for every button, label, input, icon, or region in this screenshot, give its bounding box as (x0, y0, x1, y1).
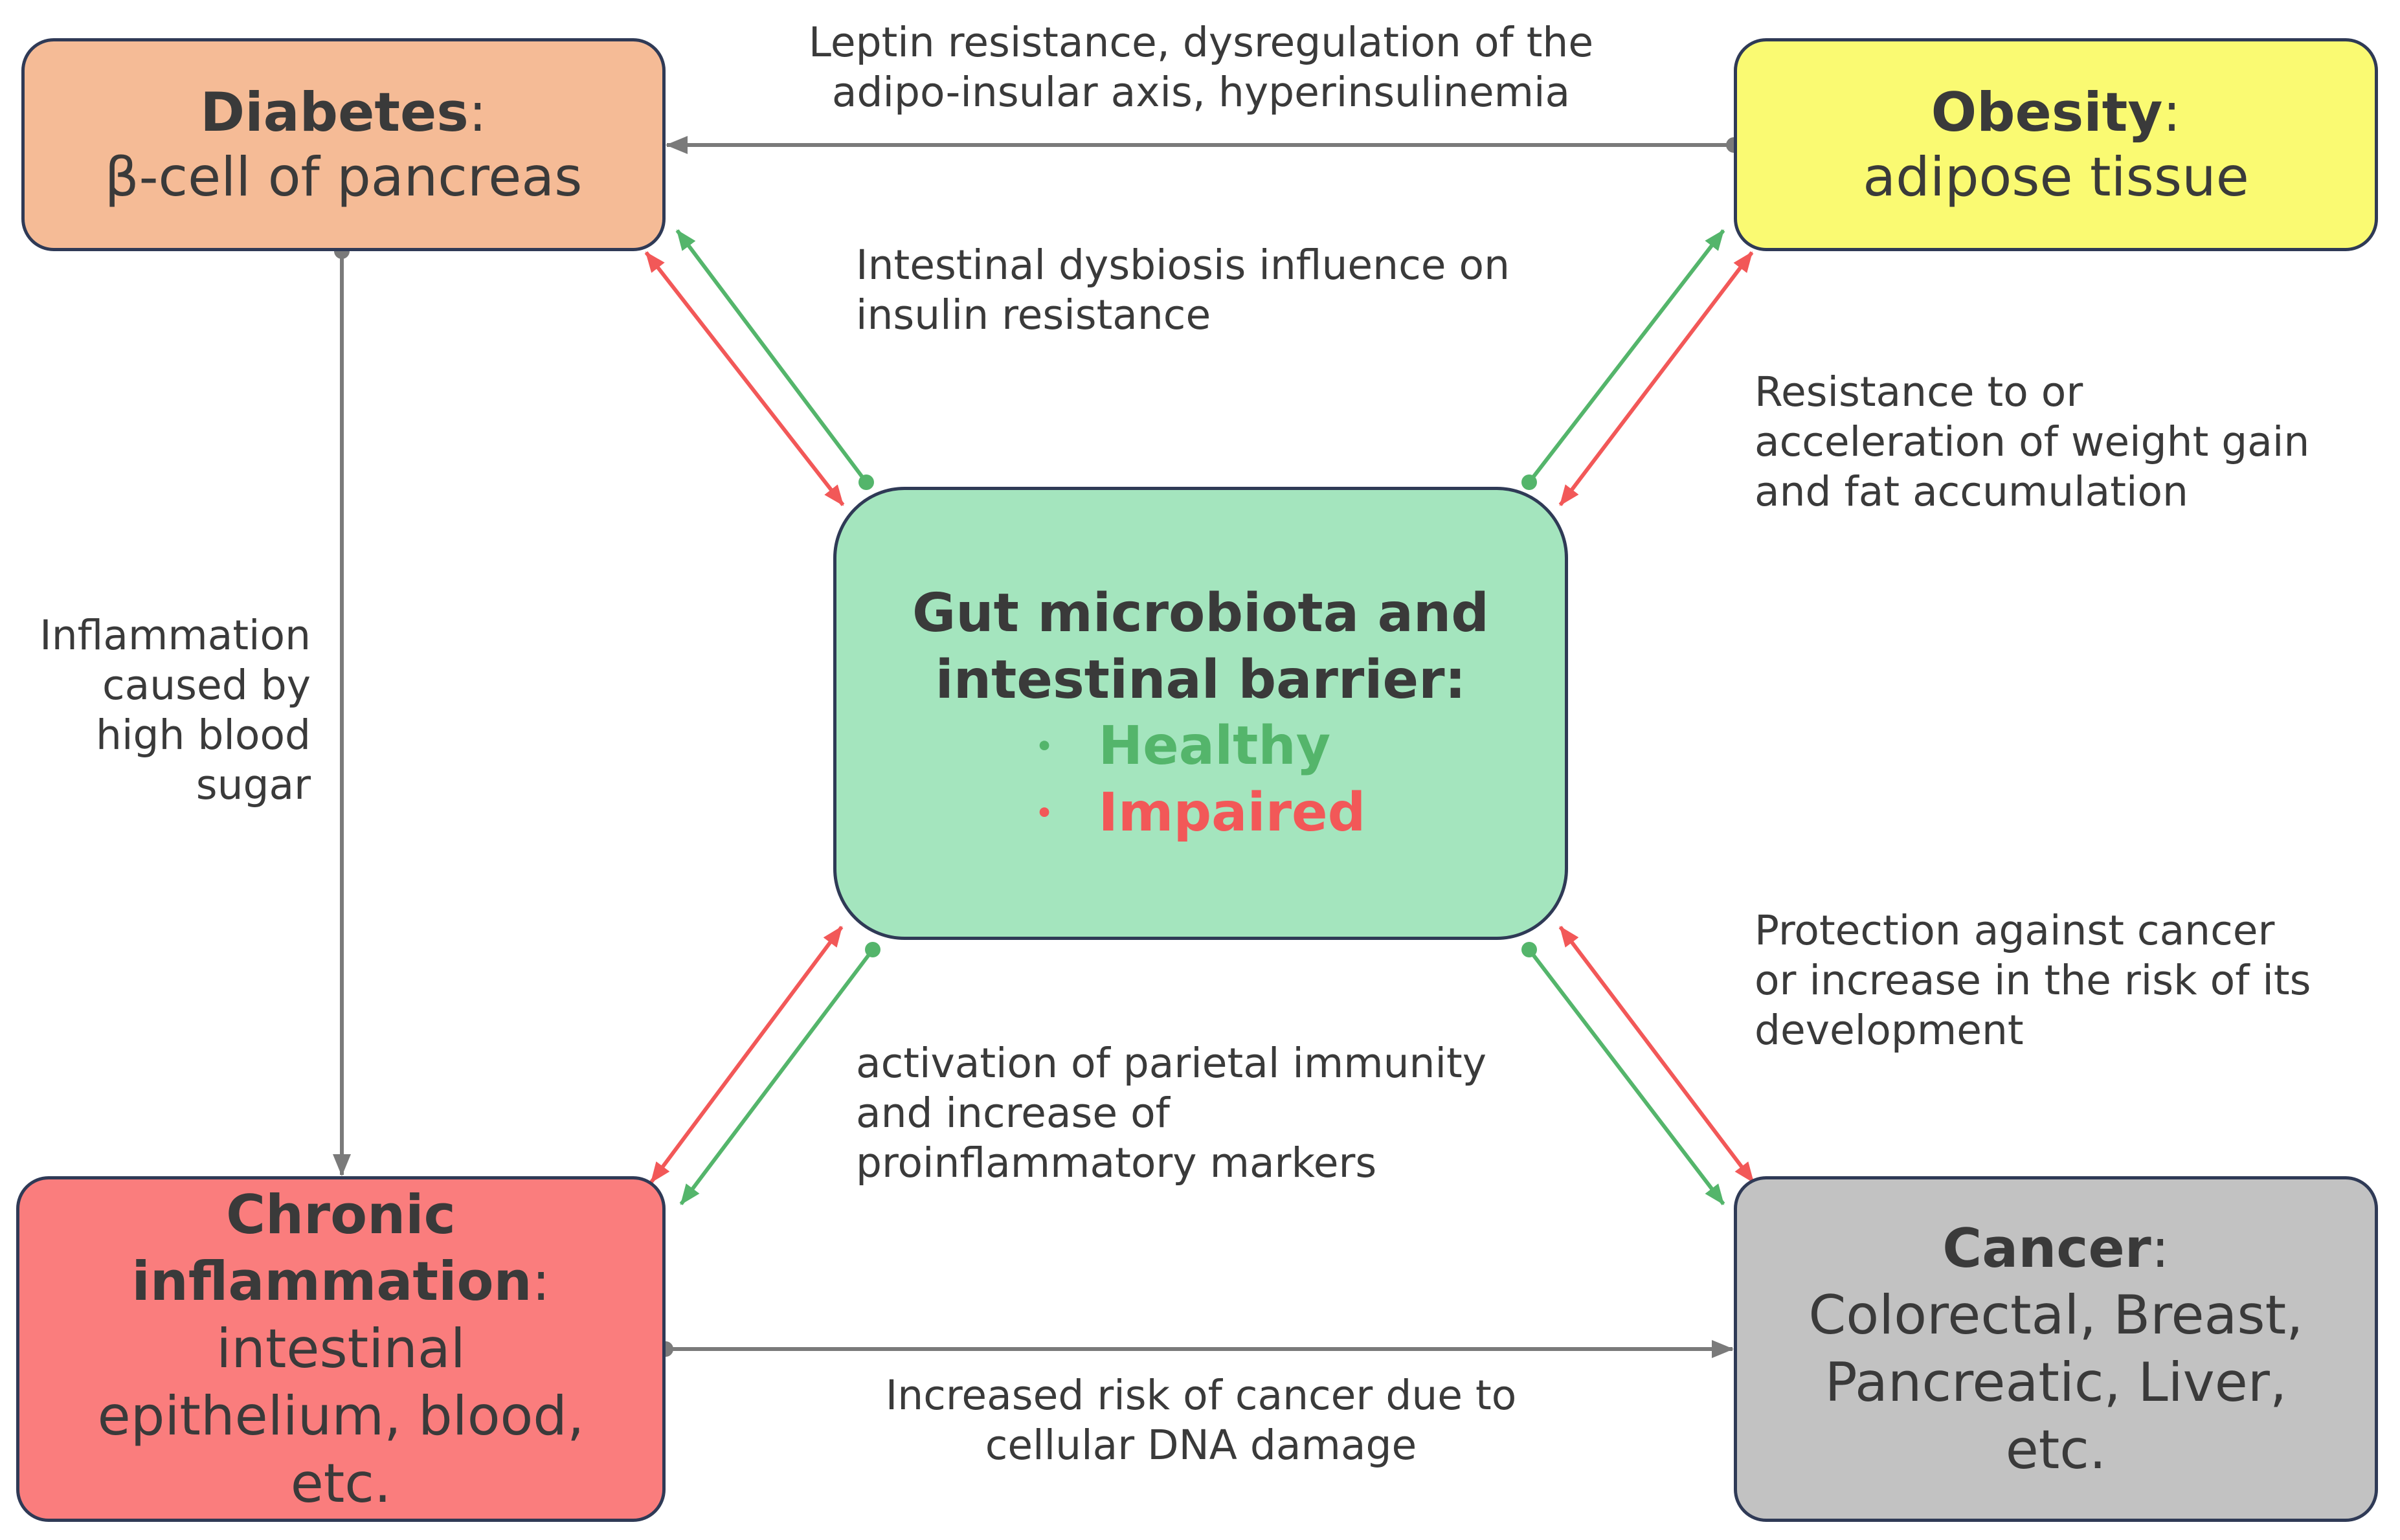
node-inflammation-title-line2: inflammation (131, 1250, 532, 1313)
arrow-gut-obesity-healthy (1527, 229, 1725, 484)
edge-label-diabetes-inflammation: Inflammation caused by high blood sugar (13, 611, 311, 810)
node-inflammation-separator: : (532, 1250, 550, 1313)
edge-label-line: Inflammation (39, 612, 311, 659)
arrow-origin-dot (865, 942, 880, 957)
arrow-origin-dot (858, 474, 874, 490)
edge-label-line: proinflammatory markers (856, 1139, 1377, 1187)
edge-label-line: Resistance to or (1755, 368, 2083, 416)
edge-label-line: caused by (102, 661, 311, 709)
node-gut-microbiota: Gut microbiota and intestinal barrier: •… (833, 487, 1568, 940)
node-inflammation-subtitle-line1: intestinal (216, 1317, 465, 1381)
edge-label-line: Increased risk of cancer due to (885, 1372, 1517, 1419)
edge-label-line: development (1755, 1006, 2024, 1054)
edge-label-gut-diabetes: Intestinal dysbiosis influence on insuli… (856, 241, 1510, 340)
edge-label-line: Intestinal dysbiosis influence on (856, 241, 1510, 289)
edge-label-gut-inflammation: activation of parietal immunity and incr… (856, 1039, 1486, 1188)
edge-label-line: or increase in the risk of its (1755, 956, 2311, 1004)
arrow-gut-inflammation-impaired (649, 926, 844, 1183)
node-cancer-separator: : (2151, 1216, 2170, 1280)
arrow-gut-diabetes-impaired (644, 251, 845, 506)
edge-label-line: high blood (96, 711, 311, 759)
node-obesity-separator: : (2162, 80, 2181, 144)
node-diabetes: Diabetes: β-cell of pancreas (21, 38, 666, 251)
arrow-origin-dot (1521, 942, 1537, 957)
node-obesity-subtitle: adipose tissue (1863, 145, 2249, 208)
arrow-gut-diabetes-healthy (675, 229, 868, 484)
edge-label-line: activation of parietal immunity (856, 1040, 1486, 1087)
edge-label-line: Protection against cancer (1755, 907, 2275, 954)
arrow-origin-dot (1521, 474, 1537, 490)
node-gut-status-list: • Healthy • Impaired (1036, 713, 1366, 846)
node-gut-title-line2: intestinal barrier: (935, 649, 1466, 711)
node-diabetes-subtitle: β-cell of pancreas (104, 145, 583, 208)
node-obesity: Obesity: adipose tissue (1734, 38, 2378, 251)
edge-label-gut-cancer: Protection against cancer or increase in… (1755, 906, 2311, 1056)
arrow-gut-cancer-impaired (1558, 926, 1755, 1183)
status-healthy: • Healthy (1036, 713, 1366, 780)
edge-label-obesity-diabetes: Leptin resistance, dysregulation of the … (783, 18, 1619, 118)
node-obesity-title: Obesity (1931, 80, 2163, 144)
node-inflammation-heading: inflammation: (131, 1248, 550, 1315)
node-cancer-heading: Cancer: (1942, 1215, 2169, 1282)
node-obesity-heading: Obesity: (1931, 80, 2181, 145)
node-diabetes-title: Diabetes (200, 80, 469, 144)
edge-label-line: insulin resistance (856, 291, 1211, 339)
edge-label-line: and fat accumulation (1755, 467, 2188, 515)
node-diabetes-heading: Diabetes: (200, 80, 486, 145)
edge-label-line: Leptin resistance, dysregulation of the (808, 19, 1594, 66)
node-cancer-subtitle-line3: etc. (2005, 1418, 2107, 1481)
arrow-gut-obesity-impaired (1558, 251, 1754, 506)
node-cancer-title: Cancer (1942, 1216, 2151, 1280)
node-cancer: Cancer: Colorectal, Breast, Pancreatic, … (1734, 1176, 2378, 1522)
node-gut-title-line1: Gut microbiota and (912, 583, 1489, 644)
edge-label-line: and increase of (856, 1089, 1170, 1137)
bullet-icon: • (1035, 796, 1053, 829)
bullet-icon: • (1035, 730, 1053, 762)
edge-label-line: adipo-insular axis, hyperinsulinemia (831, 68, 1571, 116)
node-inflammation-subtitle-line3: etc. (290, 1451, 392, 1515)
edge-label-line: sugar (196, 761, 311, 809)
edge-label-gut-obesity: Resistance to or acceleration of weight … (1755, 368, 2309, 517)
node-chronic-inflammation: Chronic inflammation: intestinal epithel… (16, 1176, 666, 1522)
node-inflammation-title-line1: Chronic (226, 1183, 456, 1246)
edge-label-line: cellular DNA damage (985, 1421, 1417, 1469)
node-diabetes-separator: : (468, 80, 487, 144)
node-cancer-subtitle-line1: Colorectal, Breast, (1808, 1284, 2304, 1347)
edge-label-line: acceleration of weight gain (1755, 418, 2310, 465)
status-impaired: • Impaired (1036, 780, 1366, 847)
status-healthy-label: Healthy (1098, 715, 1331, 777)
edge-label-inflammation-cancer: Increased risk of cancer due to cellular… (796, 1371, 1606, 1471)
arrow-gut-inflammation-healthy (679, 948, 875, 1205)
arrow-gut-cancer-healthy (1527, 948, 1725, 1205)
node-inflammation-subtitle-line2: epithelium, blood, (97, 1384, 585, 1447)
status-impaired-label: Impaired (1098, 781, 1366, 843)
node-cancer-subtitle-line2: Pancreatic, Liver, (1824, 1351, 2287, 1414)
